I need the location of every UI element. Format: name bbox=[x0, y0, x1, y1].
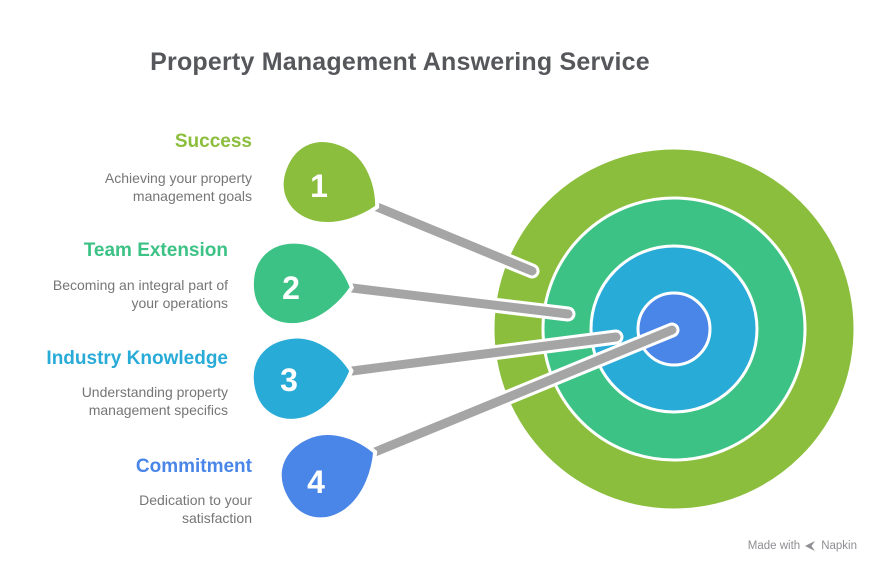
napkin-watermark[interactable]: Made with Napkin bbox=[748, 540, 857, 552]
item-desc-team-extension: Becoming an integral part of your operat… bbox=[53, 276, 228, 312]
page-title: Property Management Answering Service bbox=[150, 48, 650, 76]
watermark-prefix: Made with bbox=[747, 540, 801, 552]
desc-line: your operations bbox=[131, 295, 228, 311]
marker-number-3: 3 bbox=[280, 362, 298, 398]
marker-number-2: 2 bbox=[282, 270, 300, 306]
desc-line: Achieving your property bbox=[104, 170, 252, 186]
connector-lines bbox=[344, 199, 680, 460]
marker-number-4: 4 bbox=[307, 464, 325, 500]
marker-blob-3 bbox=[249, 334, 354, 423]
watermark-brand: Napkin bbox=[821, 540, 857, 552]
desc-line: Understanding property bbox=[81, 384, 228, 400]
marker-blob-2 bbox=[249, 239, 355, 327]
item-label-success: Success bbox=[174, 131, 252, 152]
connector-1 bbox=[372, 202, 537, 276]
desc-line: Becoming an integral part of bbox=[52, 277, 228, 293]
marker-numbers: 1 2 3 4 bbox=[280, 168, 328, 500]
connector-3 bbox=[347, 332, 621, 376]
item-desc-success: Achieving your property management goals bbox=[105, 169, 252, 205]
desc-line: management goals bbox=[132, 188, 252, 204]
marker-blob-4 bbox=[277, 431, 378, 522]
desc-line: management specifics bbox=[88, 402, 228, 418]
marker-number-1: 1 bbox=[310, 168, 328, 204]
connector-2 bbox=[347, 283, 573, 319]
desc-line: Dedication to your bbox=[139, 492, 252, 508]
napkin-logo-icon bbox=[805, 541, 816, 551]
item-desc-commitment: Dedication to your satisfaction bbox=[139, 491, 252, 527]
desc-line: satisfaction bbox=[181, 510, 252, 526]
item-desc-industry-knowledge: Understanding property management specif… bbox=[82, 383, 228, 419]
connector-4 bbox=[370, 325, 677, 457]
item-label-commitment: Commitment bbox=[135, 456, 252, 477]
teardrop-markers bbox=[249, 138, 380, 522]
item-label-industry-knowledge: Industry Knowledge bbox=[46, 348, 228, 369]
marker-blob-1 bbox=[279, 138, 380, 226]
item-label-team-extension: Team Extension bbox=[83, 240, 228, 261]
